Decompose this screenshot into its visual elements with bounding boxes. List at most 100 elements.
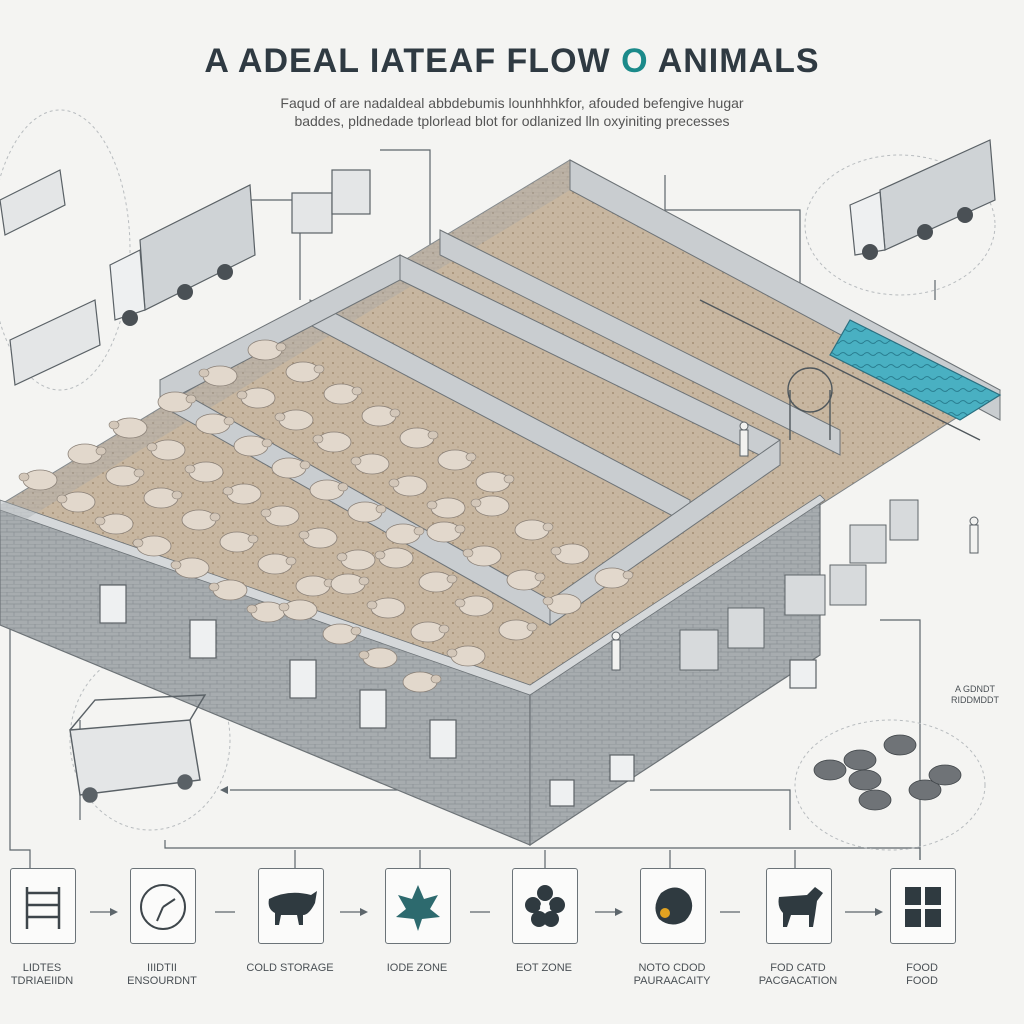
step-5-box[interactable] (512, 868, 578, 944)
sheep (298, 527, 338, 549)
title-o: O (621, 42, 649, 80)
sheep (94, 513, 134, 535)
step-5-label: EOT ZONE (515, 962, 573, 974)
step-1-box[interactable] (10, 868, 76, 944)
sheep (594, 567, 634, 589)
meat-cut-icon (655, 887, 693, 925)
sheep (257, 553, 297, 575)
sheep (506, 569, 546, 591)
step-4-label: IODE ZONE (386, 962, 448, 974)
cow-icon (268, 891, 317, 925)
sheep (181, 509, 221, 531)
delivery-truck-right (849, 139, 996, 260)
chiller-tank (829, 319, 1002, 421)
step-6-box[interactable] (640, 868, 706, 944)
step-3-label: COLD STORAGE (246, 962, 334, 974)
pig (843, 749, 877, 771)
title-part-a: A ADEAL IATEAF FLOW (204, 42, 622, 80)
sheep (219, 531, 259, 553)
sheep (260, 505, 300, 527)
sheep (108, 417, 148, 439)
gatehouses (291, 169, 371, 234)
sheep (18, 469, 58, 491)
sheep (361, 405, 401, 427)
sheep (330, 573, 370, 595)
sheep (336, 549, 376, 571)
pig (928, 764, 962, 786)
side-note-line-2: RIDDMDDT (951, 695, 999, 705)
sheep (388, 475, 428, 497)
sheep (233, 435, 273, 457)
pig (813, 759, 847, 781)
pig (883, 734, 917, 756)
side-note-line-1: A GDNDT (954, 684, 995, 694)
outdoor-animals (813, 734, 962, 811)
shelving-icon (25, 887, 61, 929)
sheep (157, 391, 197, 413)
step-8-box[interactable] (890, 868, 956, 944)
sheep (470, 495, 510, 517)
sheep (426, 497, 466, 519)
page-subtitle: Faqud of are nadaldeal abbdebumis lounhh… (160, 94, 864, 130)
clock-icon (140, 884, 186, 930)
sheep (56, 491, 96, 513)
sheep (498, 619, 538, 641)
step-4-box[interactable] (385, 868, 451, 944)
leaf-icon (396, 885, 440, 931)
sheep (322, 623, 362, 645)
workers (611, 421, 979, 671)
sheep (198, 365, 238, 387)
step-3-box[interactable] (258, 868, 324, 944)
sheep (402, 671, 442, 693)
sheep (358, 647, 398, 669)
sheep (542, 593, 582, 615)
sheep (309, 479, 349, 501)
process-steps (0, 868, 1024, 948)
front-windows (99, 584, 817, 807)
sheep (247, 339, 287, 361)
sheep (426, 521, 466, 543)
pig (908, 779, 942, 801)
sheep (550, 543, 590, 565)
sheep (222, 483, 262, 505)
sheep (454, 595, 494, 617)
sheep (105, 465, 145, 487)
pig (848, 769, 882, 791)
sheep (170, 557, 210, 579)
horse-icon (778, 887, 823, 927)
subtitle-line-2: baddes, pldnedade tplorlead blot for odl… (294, 113, 730, 129)
vignette-circles (0, 109, 996, 851)
overhead-rail (699, 299, 981, 441)
sheep (462, 545, 502, 567)
page-title: A ADEAL IATEAF FLOW O ANIMALS (0, 42, 1024, 81)
title-part-b: ANIMALS (648, 42, 820, 80)
sheep (236, 387, 276, 409)
sheep (195, 413, 235, 435)
sheep (278, 599, 318, 621)
sheep (285, 361, 325, 383)
side-note: A GDNDT RIDDMDDT (930, 684, 1020, 706)
sheep (132, 535, 172, 557)
sheep (385, 523, 425, 545)
step-2-box[interactable] (130, 868, 196, 944)
sheep (347, 501, 387, 523)
sheep (475, 471, 515, 493)
sheep (271, 457, 311, 479)
flow-arrowheads (110, 786, 883, 916)
sheep (274, 409, 314, 431)
sheep (437, 449, 477, 471)
stock-trailer-top (0, 169, 101, 386)
step-7-box[interactable] (766, 868, 832, 944)
sheep (350, 453, 390, 475)
pig (858, 789, 892, 811)
subtitle-line-1: Faqud of are nadaldeal abbdebumis lounhh… (280, 95, 744, 111)
flower-icon (525, 885, 565, 927)
sheep (374, 547, 414, 569)
sheep (146, 439, 186, 461)
sheep (312, 431, 352, 453)
